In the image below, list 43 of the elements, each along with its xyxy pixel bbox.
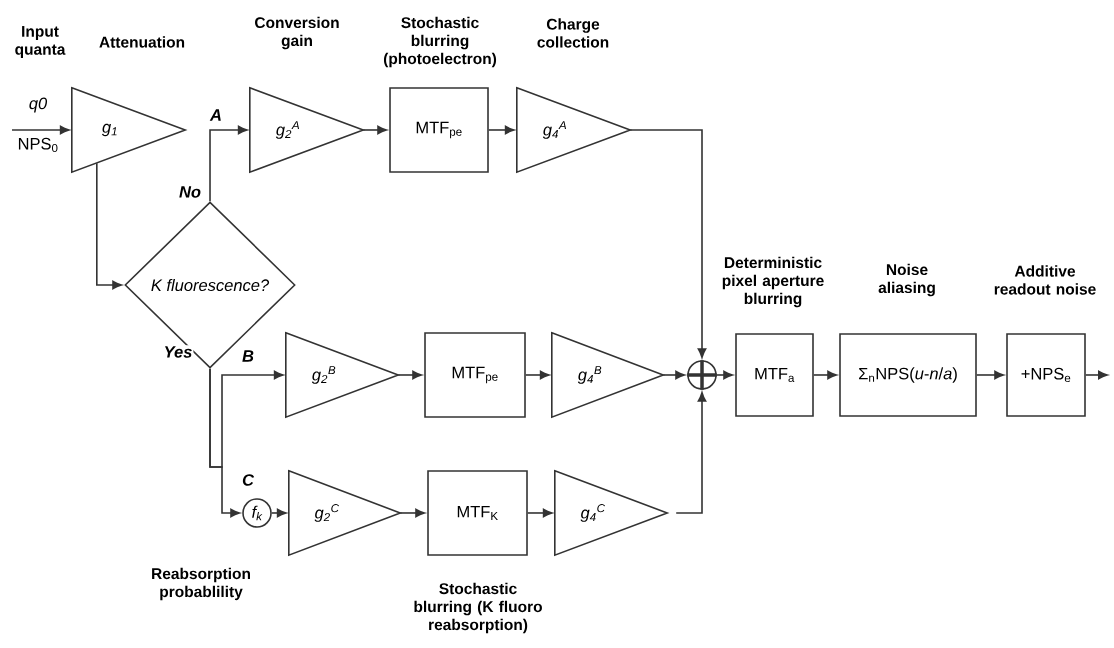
arrow — [96, 162, 122, 290]
arrow — [11, 125, 70, 135]
heading-text: Charge collection — [537, 18, 609, 48]
arrow — [488, 125, 515, 135]
label-text: C — [242, 474, 255, 486]
process-box: MTF$_{a}$ — [735, 333, 814, 417]
arrow — [716, 370, 733, 380]
label-text: NPS$_{0}$ — [18, 137, 58, 153]
heading-text: Additive readout noise — [994, 265, 1096, 295]
edge-label: Yes — [162, 345, 194, 359]
process-box: MTF$_{pe}$ — [389, 87, 489, 173]
arrow — [1085, 370, 1108, 380]
arrow — [976, 370, 1004, 380]
process-box: MTF$_{K}$ — [427, 470, 528, 556]
heading-text: Deterministic pixel aperture blurring — [722, 256, 824, 308]
heading-text: Noise aliasing — [878, 263, 935, 297]
circle-node: f$_{k}$ — [242, 498, 272, 528]
label-text: Input quanta — [15, 26, 66, 58]
edge-label: q0 — [27, 96, 49, 114]
arrow — [813, 370, 837, 380]
heading-text: Stochastic blurring (K fluoro reabsorption) — [414, 582, 542, 634]
summing-junction — [685, 358, 719, 392]
heading-text: Conversion gain — [255, 16, 339, 50]
label-text: B — [242, 350, 254, 362]
arrow — [525, 370, 550, 380]
edge-label: No — [178, 185, 202, 199]
arrow — [209, 368, 240, 518]
process-box: MTF$_{pe}$ — [424, 332, 526, 418]
arrow — [362, 125, 388, 135]
heading-text: Attenuation — [99, 36, 185, 48]
arrow — [527, 508, 553, 518]
process-box: +NPS$_{e}$ — [1006, 333, 1086, 417]
arrow — [662, 370, 685, 380]
heading-text: Stochastic blurring (photoelectron) — [383, 16, 497, 68]
arrow — [399, 508, 426, 518]
arrow — [271, 508, 287, 518]
arrow — [629, 129, 707, 358]
arrow — [675, 391, 707, 514]
label-text: A — [209, 109, 221, 121]
process-box: Σ$_{n}$NPS(u-n/a) — [839, 333, 977, 417]
caption-text: Reabsorption probablility — [152, 567, 250, 601]
arrow — [209, 125, 248, 202]
arrow — [397, 370, 423, 380]
